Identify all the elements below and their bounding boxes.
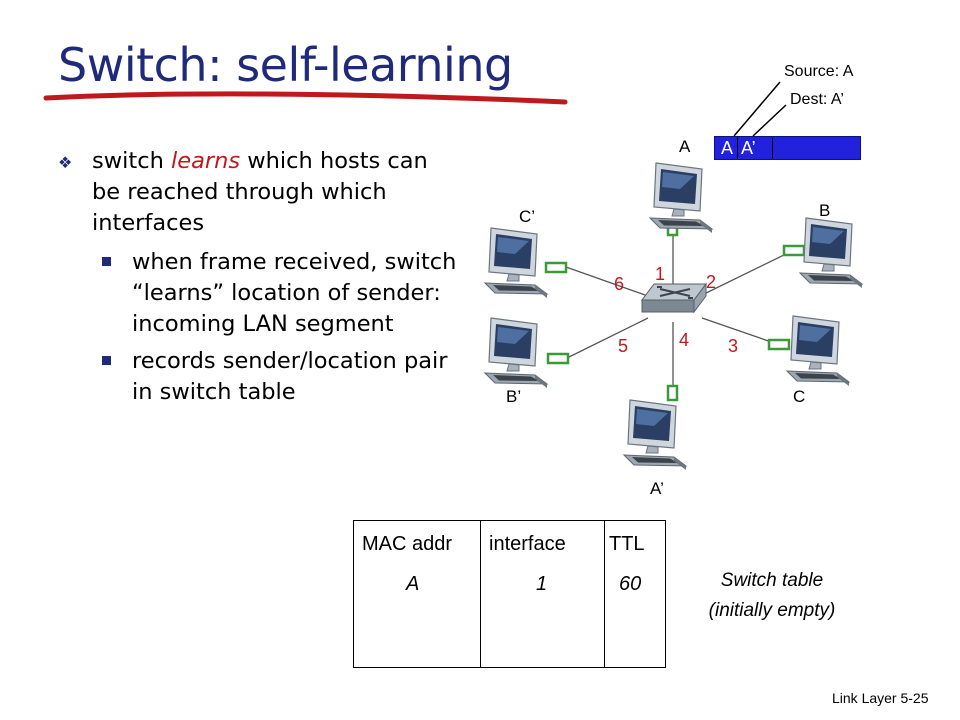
frame-dest-label: Dest: A’ (790, 91, 844, 108)
host-label-a-prime: A’ (650, 479, 664, 498)
bullet-main: ❖ switch learns which hosts can be reach… (58, 148, 428, 236)
frame-field-divider (737, 137, 738, 159)
port-connector-a-prime (666, 384, 679, 402)
host-c-computer-icon (786, 315, 850, 387)
host-b-prime-computer-icon (484, 317, 548, 389)
cell-mac-addr: A (406, 573, 420, 595)
bullet-sub-2: records sender/location pair in switch t… (58, 346, 458, 408)
switch-table-note-subtitle: (initially empty) (708, 600, 836, 621)
frame-field-dest: A’ (741, 138, 756, 158)
header-ttl: TTL (609, 533, 645, 555)
ethernet-frame: A A’ (714, 136, 861, 160)
port-connector-b-prime (546, 352, 570, 365)
column-ttl: TTL 60 (604, 520, 666, 668)
frame-field-divider (772, 137, 773, 159)
cell-ttl: 60 (619, 573, 642, 595)
link-c-prime (565, 266, 649, 297)
port-number-5: 5 (618, 336, 628, 356)
port-connector-b (782, 244, 806, 257)
host-a-prime-computer-icon (623, 399, 687, 471)
cell-interface: 1 (536, 573, 548, 595)
link-b (699, 251, 791, 297)
bullet-list: ❖ switch learns which hosts can be reach… (58, 146, 458, 408)
port-number-4: 4 (679, 330, 689, 350)
learns-emphasis: learns (170, 148, 241, 174)
diamond-bullet-icon: ❖ (58, 153, 73, 172)
host-label-c: C (793, 387, 805, 406)
column-interface: interface 1 (480, 520, 605, 668)
link-b-prime (566, 317, 649, 359)
switch-table-note: Switch table (initially empty) (692, 566, 852, 626)
host-label-b-prime: B’ (506, 387, 521, 406)
switch-table-note-title: Switch table (720, 570, 824, 591)
port-connector-c-prime (544, 261, 568, 274)
host-b-computer-icon (799, 217, 863, 289)
frame-source-label: Source: A (784, 63, 854, 80)
port-connector-c (767, 338, 791, 351)
header-mac-addr: MAC addr (362, 533, 453, 555)
port-number-1: 1 (655, 264, 665, 284)
port-number-3: 3 (728, 336, 738, 356)
port-number-2: 2 (706, 272, 716, 292)
header-interface: interface (489, 533, 566, 555)
host-c-prime-computer-icon (484, 227, 548, 299)
switch-icon (641, 282, 707, 314)
link-c (701, 317, 781, 346)
frame-field-source: A (721, 138, 734, 158)
port-number-6: 6 (614, 274, 624, 294)
host-label-c-prime: C’ (519, 207, 535, 226)
slide-footer: Link Layer 5-25 (832, 690, 929, 706)
frame-callout-lines (733, 81, 787, 137)
square-bullet-icon (102, 356, 111, 365)
title-underline (43, 91, 568, 105)
bullet-sub-1: when frame received, switch “learns” loc… (58, 247, 458, 340)
host-a-computer-icon (649, 162, 713, 234)
host-label-a: A (679, 137, 691, 156)
square-bullet-icon (102, 257, 111, 266)
host-label-b: B (819, 201, 830, 220)
column-mac-addr: MAC addr A (353, 520, 481, 668)
slide-title: Switch: self-learning (58, 38, 513, 92)
switch-table: MAC addr A interface 1 TTL 60 (353, 520, 666, 668)
